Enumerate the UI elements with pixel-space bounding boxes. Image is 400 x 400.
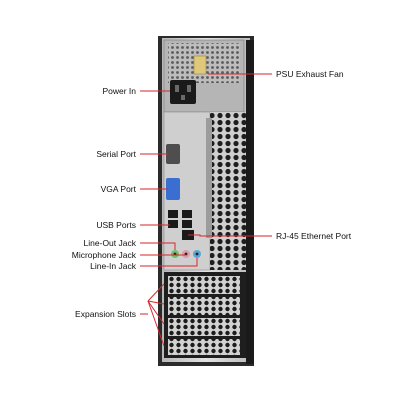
psu-voltage-switch (193, 55, 207, 75)
power-in-socket (170, 80, 196, 104)
expansion-slot-cover (168, 276, 240, 294)
expansion-slot-cover (168, 318, 240, 336)
psu-block (163, 39, 245, 113)
usb-port-connector (182, 220, 192, 228)
callout-line-line-out (140, 242, 176, 250)
label-psu-exhaust-fan: PSU Exhaust Fan (276, 69, 344, 79)
label-serial-port: Serial Port (96, 149, 136, 159)
expansion-slot-cover (168, 297, 240, 315)
label-expansion-slots: Expansion Slots (75, 309, 136, 319)
callout-line-line-in (140, 258, 198, 267)
label-vga-port: VGA Port (100, 184, 136, 194)
expansion-slot-cover (168, 339, 240, 355)
callout-lines (140, 73, 272, 347)
serial-port-connector (166, 144, 180, 164)
label-line-out-jack: Line-Out Jack (83, 238, 136, 248)
usb-port-connector (168, 210, 178, 218)
usb-port-connector (182, 210, 192, 218)
label-usb-ports: USB Ports (96, 220, 136, 230)
callout-line-slots (147, 300, 165, 305)
expansion-slots-area (164, 272, 246, 358)
callout-line-slots (147, 300, 165, 325)
label-microphone-jack: Microphone Jack (71, 250, 136, 260)
callout-line-slots (147, 300, 165, 347)
io-backplate (163, 111, 211, 271)
label-rj45-ethernet-port: RJ-45 Ethernet Port (276, 231, 352, 241)
callout-line-slots (147, 283, 165, 302)
vent-divider (206, 118, 212, 238)
vga-port-connector (166, 178, 180, 200)
callout-line-ethernet (188, 234, 272, 237)
label-line-in-jack: Line-In Jack (90, 261, 136, 271)
label-power-in: Power In (102, 86, 136, 96)
usb-port-connector (168, 220, 178, 228)
vent-grille (210, 112, 246, 270)
